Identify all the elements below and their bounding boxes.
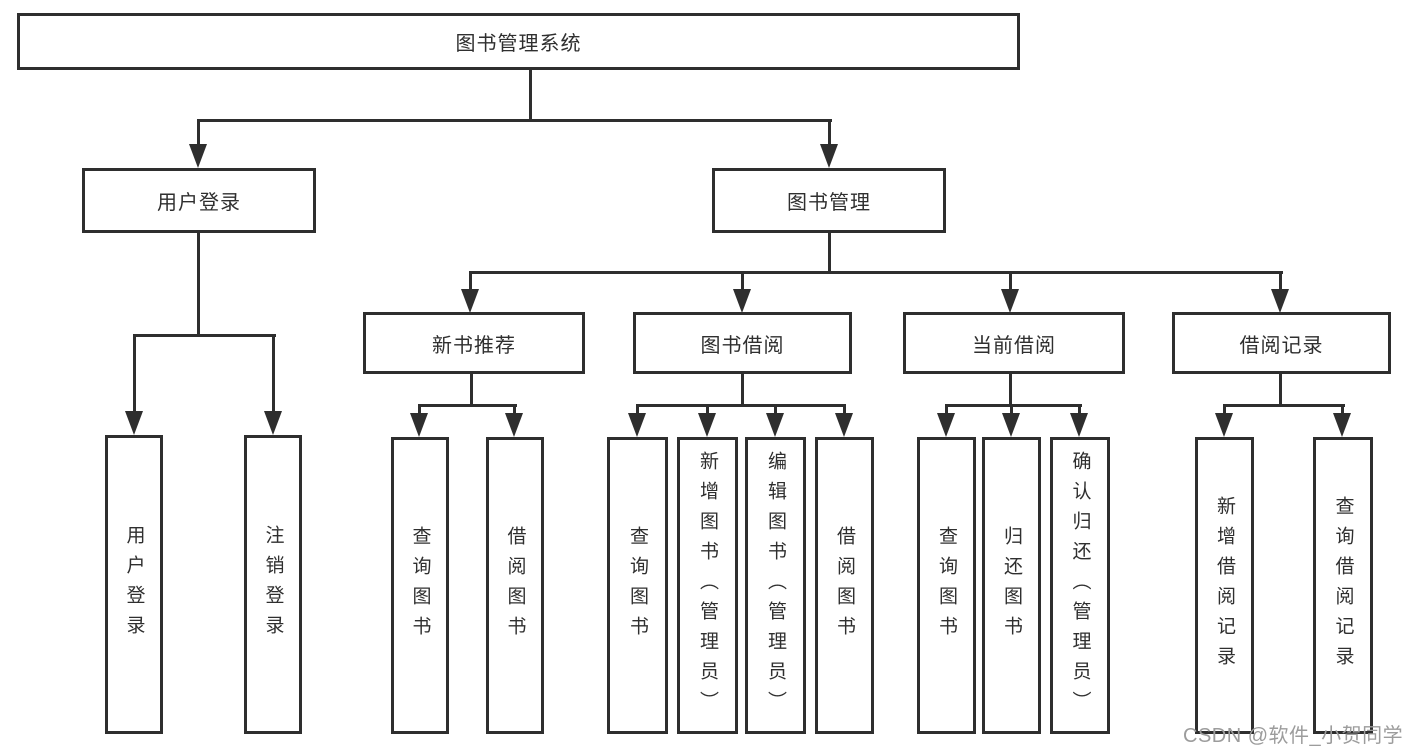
- connector-line: [945, 404, 948, 417]
- node-label: 图书借阅: [700, 334, 785, 357]
- node-label: 借阅记录: [1239, 334, 1324, 357]
- connector-line: [636, 404, 639, 417]
- connector-line: [1223, 404, 1226, 417]
- connector-line: [470, 371, 473, 407]
- connector-line: [133, 334, 136, 413]
- leaf-borrow-books-borrowing: 借阅图书: [815, 437, 874, 734]
- connector-arrowhead-down: [1001, 289, 1019, 313]
- connector-arrowhead-down: [461, 289, 479, 313]
- node-label: 当前借阅: [972, 334, 1056, 357]
- connector-line: [636, 404, 846, 407]
- node-label: 图书管理: [787, 192, 871, 214]
- connector-line: [1279, 271, 1282, 291]
- connector-arrowhead-down: [189, 144, 207, 168]
- node-label: 借阅图书: [834, 525, 855, 646]
- connector-arrowhead-down: [410, 413, 428, 437]
- connector-line: [774, 404, 777, 417]
- connector-arrowhead-down: [1333, 413, 1351, 437]
- node-label: 查询借阅记录: [1332, 495, 1354, 676]
- connector-arrowhead-down: [1002, 413, 1020, 437]
- connector-line: [272, 334, 275, 413]
- connector-arrowhead-down: [505, 413, 523, 437]
- node-label: 新书推荐: [432, 334, 516, 357]
- connector-line: [529, 69, 532, 122]
- connector-line: [828, 231, 831, 274]
- connector-line: [197, 119, 832, 122]
- leaf-borrow-books-recommend: 借阅图书: [486, 437, 544, 734]
- node-book-management: 图书管理: [712, 168, 946, 233]
- connector-line: [133, 334, 276, 337]
- connector-line: [197, 119, 200, 146]
- connector-arrowhead-down: [820, 144, 838, 168]
- connector-line: [1341, 404, 1344, 417]
- node-new-book-recommend: 新书推荐: [363, 312, 585, 374]
- connector-arrowhead-down: [835, 413, 853, 437]
- node-label: 确认归还（管理员）: [1069, 450, 1091, 721]
- node-label: 用户登录: [157, 192, 241, 214]
- connector-line: [418, 404, 517, 407]
- connector-arrowhead-down: [1215, 413, 1233, 437]
- connector-arrowhead-down: [733, 289, 751, 313]
- node-label: 用户登录: [123, 524, 145, 645]
- connector-line: [1078, 404, 1081, 417]
- connector-arrowhead-down: [698, 413, 716, 437]
- connector-line: [945, 404, 1082, 407]
- connector-line: [828, 119, 831, 146]
- leaf-query-books-recommend: 查询图书: [391, 437, 449, 734]
- connector-line: [1279, 371, 1282, 407]
- node-borrowing-records: 借阅记录: [1172, 312, 1391, 374]
- connector-arrowhead-down: [628, 413, 646, 437]
- node-label: 图书管理系统: [455, 33, 582, 55]
- connector-arrowhead-down: [937, 413, 955, 437]
- csdn-watermark: CSDN @软件_小贺同学: [1183, 725, 1404, 747]
- connector-arrowhead-down: [264, 411, 282, 435]
- connector-arrowhead-down: [1070, 413, 1088, 437]
- connector-line: [197, 231, 200, 337]
- leaf-add-books-admin: 新增图书（管理员）: [677, 437, 738, 734]
- connector-arrowhead-down: [766, 413, 784, 437]
- connector-line: [741, 271, 744, 291]
- node-label: 编辑图书（管理员）: [765, 450, 786, 721]
- connector-arrowhead-down: [125, 411, 143, 435]
- leaf-query-books-borrowing: 查询图书: [607, 437, 668, 734]
- node-current-borrowing: 当前借阅: [903, 312, 1125, 374]
- connector-line: [741, 371, 744, 407]
- leaf-query-borrow-record: 查询借阅记录: [1313, 437, 1373, 734]
- leaf-confirm-return-admin: 确认归还（管理员）: [1050, 437, 1110, 734]
- leaf-edit-books-admin: 编辑图书（管理员）: [745, 437, 806, 734]
- connector-line: [1009, 271, 1012, 291]
- connector-line: [843, 404, 846, 417]
- node-library-management-system: 图书管理系统: [17, 13, 1020, 70]
- node-label: 查询图书: [627, 525, 648, 646]
- leaf-return-books: 归还图书: [982, 437, 1041, 734]
- node-label: 归还图书: [1001, 525, 1022, 646]
- node-label: 借阅图书: [504, 525, 526, 646]
- connector-line: [1223, 404, 1345, 407]
- leaf-query-books-current: 查询图书: [917, 437, 976, 734]
- node-label: 注销登录: [262, 524, 284, 645]
- connector-line: [706, 404, 709, 417]
- leaf-user-login: 用户登录: [105, 435, 163, 734]
- connector-arrowhead-down: [1271, 289, 1289, 313]
- connector-line: [469, 271, 472, 291]
- connector-line: [418, 404, 421, 417]
- connector-line: [469, 271, 1283, 274]
- node-label: 查询图书: [936, 525, 957, 646]
- node-label: 新增借阅记录: [1214, 495, 1235, 676]
- node-label: 新增图书（管理员）: [697, 450, 718, 721]
- connector-line: [1009, 371, 1012, 407]
- connector-line: [1010, 404, 1013, 417]
- connector-line: [513, 404, 516, 417]
- leaf-logout: 注销登录: [244, 435, 302, 734]
- node-book-borrowing: 图书借阅: [633, 312, 852, 374]
- leaf-add-borrow-record: 新增借阅记录: [1195, 437, 1254, 734]
- node-user-login: 用户登录: [82, 168, 316, 233]
- node-label: 查询图书: [409, 525, 431, 646]
